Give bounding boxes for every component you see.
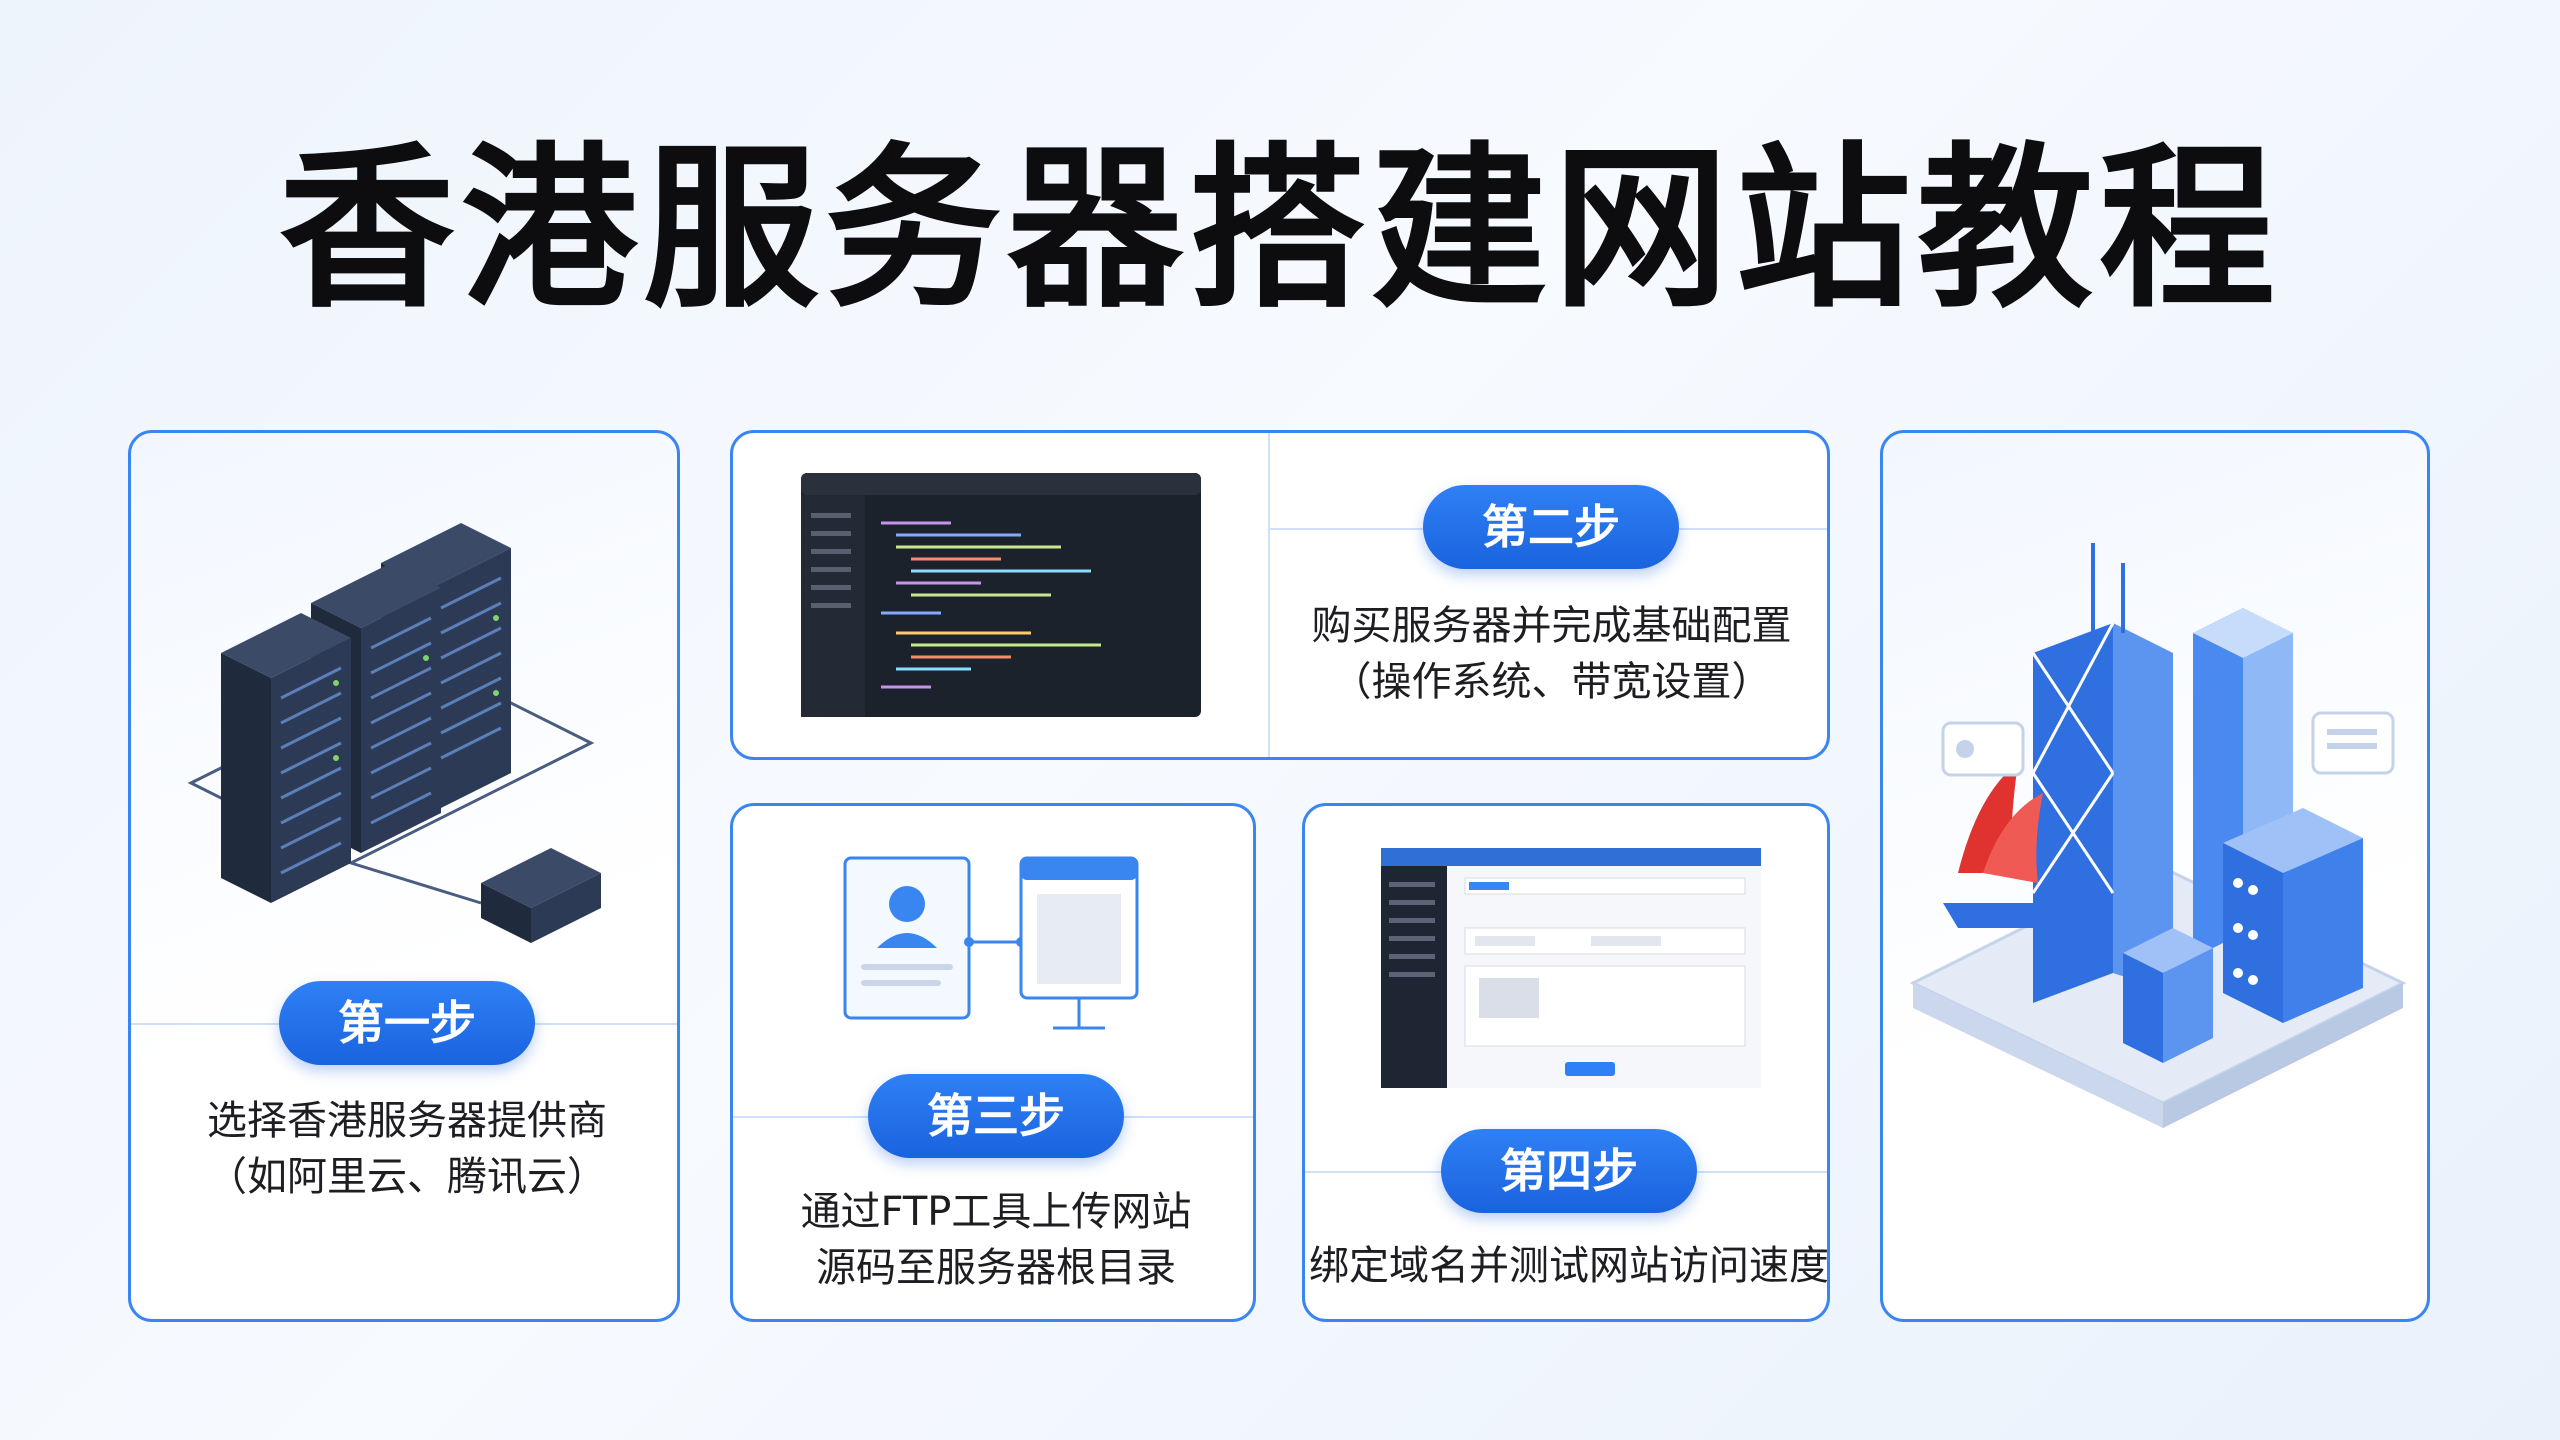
ftp-transfer-icon bbox=[843, 856, 1139, 1030]
step-3-line-1: 通过FTP工具上传网站 bbox=[800, 1189, 1192, 1235]
step-1-line-2: （如阿里云、腾讯云） bbox=[207, 1154, 607, 1200]
control-panel-screenshot bbox=[1381, 848, 1761, 1088]
step-2-card: 第二步 购买服务器并完成基础配置 （操作系统、带宽设置） bbox=[730, 430, 1830, 760]
step-1-line-1: 选择香港服务器提供商 bbox=[207, 1098, 607, 1144]
hong-kong-illustration-card bbox=[1880, 430, 2430, 1322]
step-2-description: 购买服务器并完成基础配置 （操作系统、带宽设置） bbox=[1270, 598, 1827, 710]
code-editor-screenshot bbox=[801, 473, 1201, 717]
step-3-description: 通过FTP工具上传网站 源码至服务器根目录 bbox=[733, 1184, 1253, 1296]
step-3-badge: 第三步 bbox=[868, 1074, 1124, 1158]
step-2-line-2: （操作系统、带宽设置） bbox=[1331, 659, 1772, 705]
page-title: 香港服务器搭建网站教程 bbox=[278, 127, 2281, 332]
server-rack-icon bbox=[187, 523, 601, 943]
step-4-card: 第四步 绑定域名并测试网站访问速度 bbox=[1302, 803, 1830, 1322]
hong-kong-skyline-icon bbox=[1909, 543, 2407, 1128]
step-4-description: 绑定域名并测试网站访问速度 bbox=[1305, 1238, 1829, 1294]
divider bbox=[1268, 433, 1270, 757]
step-1-description: 选择香港服务器提供商 （如阿里云、腾讯云） bbox=[131, 1093, 677, 1205]
step-3-card: 第三步 通过FTP工具上传网站 源码至服务器根目录 bbox=[730, 803, 1256, 1322]
step-2-line-1: 购买服务器并完成基础配置 bbox=[1311, 603, 1792, 649]
step-2-badge: 第二步 bbox=[1423, 485, 1679, 569]
step-1-card: 第一步 选择香港服务器提供商 （如阿里云、腾讯云） bbox=[128, 430, 680, 1322]
step-3-line-2: 源码至服务器根目录 bbox=[816, 1245, 1176, 1291]
step-1-badge: 第一步 bbox=[279, 981, 535, 1065]
step-4-badge: 第四步 bbox=[1441, 1129, 1697, 1213]
step-4-line-1: 绑定域名并测试网站访问速度 bbox=[1309, 1243, 1829, 1289]
